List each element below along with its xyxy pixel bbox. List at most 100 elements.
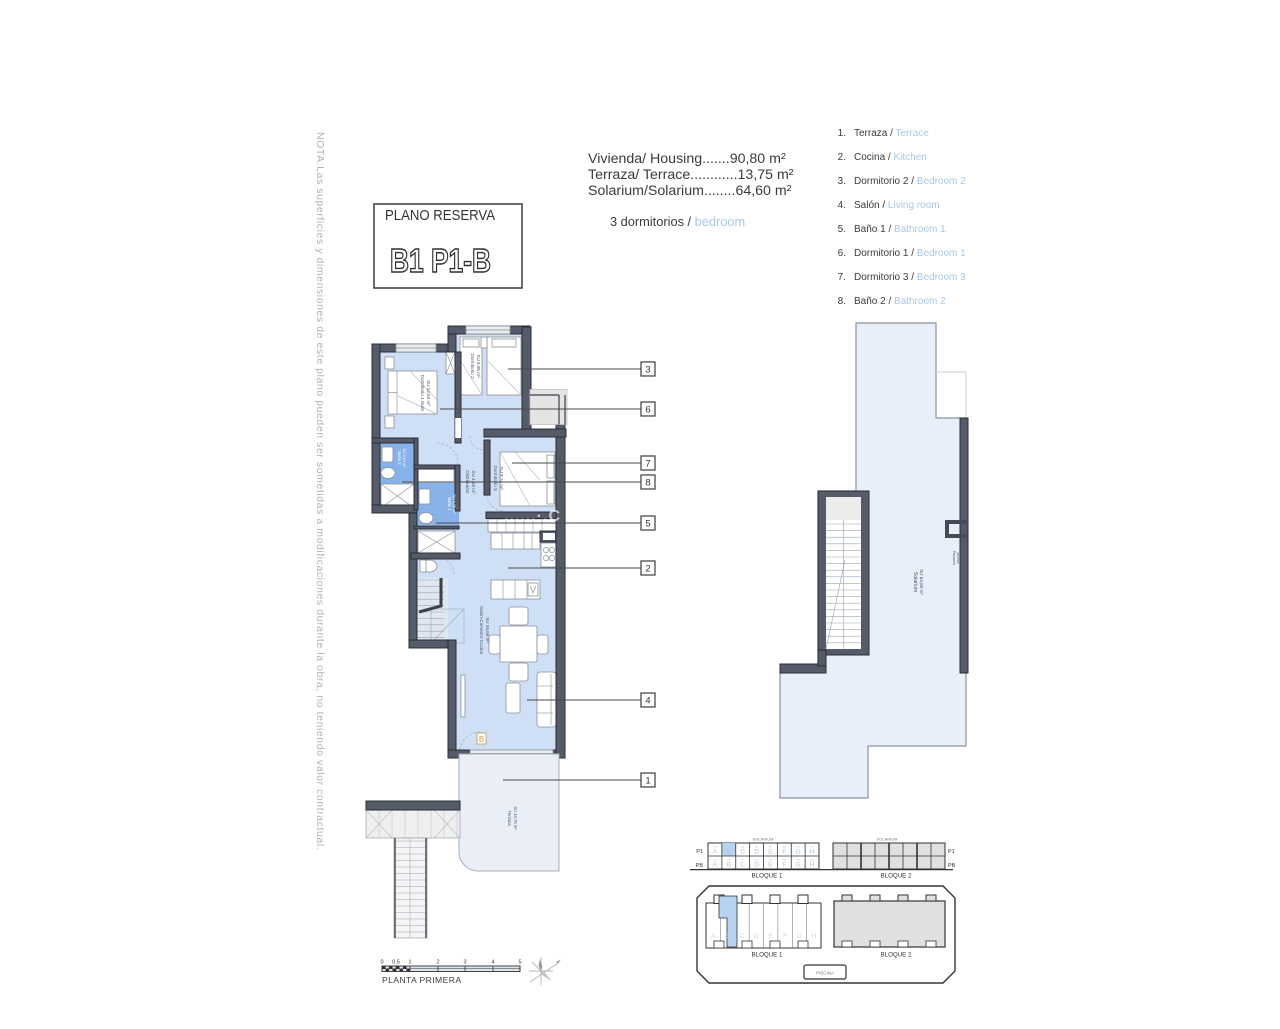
svg-text:Solarium/Solarium........64,60: Solarium/Solarium........64,60 m² xyxy=(588,183,792,199)
svg-text:PLANO RESERVA: PLANO RESERVA xyxy=(385,208,495,224)
svg-text:acceso: acceso xyxy=(956,552,960,563)
svg-text:Dormitorio 1 Suite: Dormitorio 1 Suite xyxy=(420,375,425,412)
svg-text:3: 3 xyxy=(463,960,466,966)
svg-text:C: C xyxy=(740,849,745,856)
svg-text:Salón / Living room: Salón / Living room xyxy=(854,200,940,211)
svg-text:su: su xyxy=(810,858,814,862)
svg-text:Cocina / Kitchen: Cocina / Kitchen xyxy=(854,152,927,163)
svg-text:3.: 3. xyxy=(838,176,846,187)
svg-text:Dormitorio 1 / Bedroom 1: Dormitorio 1 / Bedroom 1 xyxy=(854,248,966,259)
svg-text:1.: 1. xyxy=(838,128,846,139)
svg-text:SU 8,74 m²: SU 8,74 m² xyxy=(499,466,504,490)
svg-text:B: B xyxy=(727,862,731,869)
svg-text:SU 64,60 m²: SU 64,60 m² xyxy=(919,569,924,595)
svg-text:Pasarela: Pasarela xyxy=(952,551,956,565)
svg-text:0: 0 xyxy=(380,960,383,966)
svg-text:5: 5 xyxy=(645,519,650,530)
svg-text:F: F xyxy=(782,849,786,856)
svg-text:6.: 6. xyxy=(838,248,846,259)
svg-text:SU 8,95 m²: SU 8,95 m² xyxy=(476,354,481,378)
svg-text:5.: 5. xyxy=(838,224,846,235)
svg-text:NOTA:Las superficies y dimensi: NOTA:Las superficies y dimensiones de es… xyxy=(314,132,326,850)
svg-text:3 dormitorios / bedroom: 3 dormitorios / bedroom xyxy=(610,214,745,229)
svg-text:1: 1 xyxy=(408,960,411,966)
svg-text:F: F xyxy=(782,862,786,869)
svg-text:Baño 1: Baño 1 xyxy=(447,497,452,511)
svg-text:6: 6 xyxy=(645,405,650,416)
svg-text:3: 3 xyxy=(645,365,650,376)
svg-text:0.5: 0.5 xyxy=(392,960,400,966)
svg-text:D: D xyxy=(754,849,759,856)
svg-text:su: su xyxy=(783,845,787,849)
svg-text:P1: P1 xyxy=(948,849,955,855)
svg-text:Dormitorio 2 / Bedroom 2: Dormitorio 2 / Bedroom 2 xyxy=(854,176,966,187)
svg-text:2: 2 xyxy=(645,564,650,575)
svg-text:Terraza/ Terrace............13: Terraza/ Terrace............13,75 m² xyxy=(588,167,794,183)
svg-text:PISCINA: PISCINA xyxy=(816,971,834,976)
svg-text:su: su xyxy=(741,858,745,862)
svg-text:PB: PB xyxy=(696,863,704,869)
svg-text:su: su xyxy=(769,858,773,862)
svg-text:H: H xyxy=(810,849,815,856)
svg-text:C: C xyxy=(740,933,745,940)
svg-text:Baño 2 / Bathroom 2: Baño 2 / Bathroom 2 xyxy=(854,296,946,307)
svg-text:Salón-Comedor-Cocina: Salón-Comedor-Cocina xyxy=(479,606,484,654)
svg-text:E: E xyxy=(769,933,774,940)
svg-text:1: 1 xyxy=(645,776,650,787)
svg-text:SU 2,94 m²: SU 2,94 m² xyxy=(402,448,406,468)
svg-text:BLOQUE 1: BLOQUE 1 xyxy=(752,952,784,959)
svg-text:7: 7 xyxy=(645,459,650,470)
svg-text:A: A xyxy=(711,933,716,940)
svg-text:su: su xyxy=(810,845,814,849)
svg-text:G: G xyxy=(796,862,801,869)
svg-text:su: su xyxy=(741,845,745,849)
svg-text:Terraza / Terrace: Terraza / Terrace xyxy=(854,128,929,139)
svg-text:E: E xyxy=(768,849,773,856)
svg-text:su: su xyxy=(755,858,759,862)
svg-text:A: A xyxy=(713,862,718,869)
svg-text:4: 4 xyxy=(491,960,494,966)
svg-text:7.: 7. xyxy=(838,272,846,283)
svg-text:SU 26,66 m²: SU 26,66 m² xyxy=(485,617,490,643)
svg-text:su: su xyxy=(783,858,787,862)
svg-text:su: su xyxy=(797,845,801,849)
svg-text:su: su xyxy=(755,845,759,849)
svg-text:B1 P1-B: B1 P1-B xyxy=(390,242,491,279)
svg-text:4: 4 xyxy=(645,696,650,707)
svg-text:2: 2 xyxy=(436,960,439,966)
svg-text:E: E xyxy=(768,862,773,869)
svg-text:Dormitorio 2: Dormitorio 2 xyxy=(470,353,475,378)
svg-text:su: su xyxy=(713,858,717,862)
svg-text:8: 8 xyxy=(645,478,650,489)
svg-text:Solarium: Solarium xyxy=(912,572,918,592)
svg-text:......·.C: ......·.C xyxy=(504,508,561,525)
svg-text:SU 3,38 m²: SU 3,38 m² xyxy=(452,494,456,514)
svg-text:BLOQUE 1: BLOQUE 1 xyxy=(752,873,784,880)
svg-text:Terraza: Terraza xyxy=(507,810,512,826)
svg-text:4.: 4. xyxy=(838,200,846,211)
svg-text:Baño 2: Baño 2 xyxy=(397,451,402,465)
svg-text:G: G xyxy=(797,933,802,940)
svg-text:P1: P1 xyxy=(696,849,703,855)
svg-text:SOLARIUM: SOLARIUM xyxy=(753,837,774,842)
svg-text:PB: PB xyxy=(948,863,956,869)
svg-text:H: H xyxy=(811,933,816,940)
svg-text:A: A xyxy=(713,849,718,856)
svg-text:5: 5 xyxy=(518,960,521,966)
svg-text:SOLARIUM: SOLARIUM xyxy=(877,837,898,842)
svg-text:2.: 2. xyxy=(838,152,846,163)
svg-text:D: D xyxy=(754,862,759,869)
svg-text:SU 12,64 m²: SU 12,64 m² xyxy=(426,380,431,406)
svg-text:BLOQUE 2: BLOQUE 2 xyxy=(881,952,913,959)
svg-text:B: B xyxy=(725,933,729,940)
svg-text:C: C xyxy=(740,862,745,869)
svg-text:G: G xyxy=(796,849,801,856)
svg-text:su: su xyxy=(797,858,801,862)
svg-text:PLANTA PRIMERA: PLANTA PRIMERA xyxy=(382,975,461,985)
svg-text:su: su xyxy=(769,845,773,849)
svg-text:8.: 8. xyxy=(838,296,846,307)
svg-text:BLOQUE 2: BLOQUE 2 xyxy=(881,873,913,880)
svg-text:SU 13,75 m²: SU 13,75 m² xyxy=(513,806,518,830)
svg-text:Baño 1 / Bathroom 1: Baño 1 / Bathroom 1 xyxy=(854,224,946,235)
svg-text:D: D xyxy=(754,933,759,940)
